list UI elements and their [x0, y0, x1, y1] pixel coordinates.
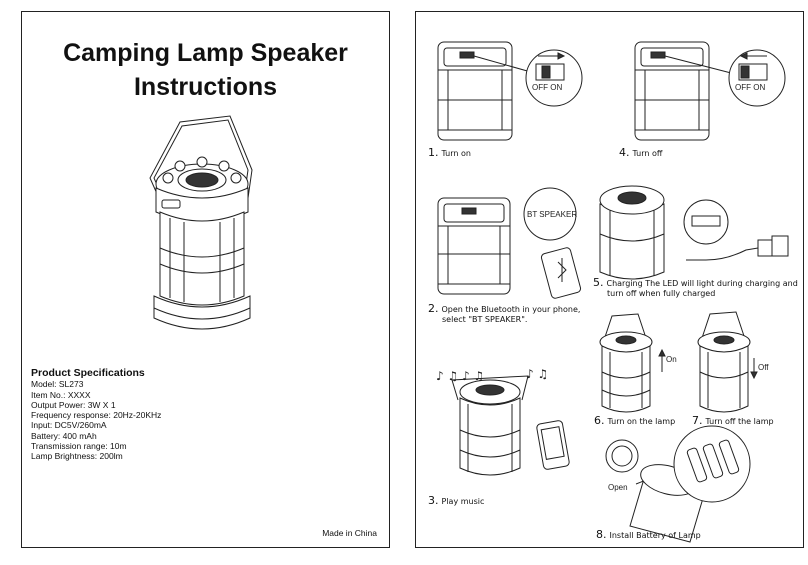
spec-frequency: Frequency response: 20Hz-20KHz [31, 410, 162, 421]
step6-caption: 6.Turn on the lamp [594, 414, 676, 427]
step3-play-music-illustration: ♪ ♫ ♪ ♫ ♪ ♫ [436, 367, 570, 476]
spec-output-power: Output Power: 3W X 1 [31, 399, 116, 410]
step3-text: Play music [441, 497, 485, 506]
step2-caption: 2.Open the Bluetooth in your phone, sele… [428, 302, 581, 324]
step5-text: Charging The LED will light during charg… [606, 279, 798, 288]
open-label: Open [608, 483, 628, 492]
step1-caption: 1.Turn on [428, 146, 471, 159]
product-specifications: Product Specifications Model: SL273 Item… [31, 368, 161, 462]
step4-lantern-illustration: OFF ON [634, 41, 786, 141]
spec-input: Input: DC5V/260mA [31, 420, 107, 431]
on-arrow-label: On [666, 355, 677, 364]
step2-text: Open the Bluetooth in your phone, [441, 305, 581, 314]
step1-number: 1. [428, 146, 439, 159]
step1-lantern-illustration: OFF ON [437, 41, 583, 141]
step7-text: Turn off the lamp [705, 417, 774, 426]
switch-off-label: OFF ON [735, 83, 765, 92]
spec-range: Transmission range: 10m [31, 441, 127, 452]
music-note-icon: ♪ ♫ ♪ ♫ [436, 369, 484, 383]
off-arrow-label: Off [758, 363, 769, 372]
step6-number: 6. [594, 414, 605, 427]
step7-number: 7. [692, 414, 703, 427]
step7-caption: 7.Turn off the lamp [692, 414, 774, 427]
step5-number: 5. [593, 276, 604, 289]
step8-number: 8. [596, 528, 607, 541]
spec-item-no: Item No.: XXXX [31, 389, 91, 400]
step2-number: 2. [428, 302, 439, 315]
instructions-page: OFF ON 1.Turn on OFF ON 4.Turn off BT SP… [415, 11, 804, 548]
spec-brightness: Lamp Brightness: 200lm [31, 451, 123, 462]
step6-text: Turn on the lamp [607, 417, 676, 426]
specs-heading: Product Specifications [31, 367, 145, 379]
step2-bluetooth-illustration: BT SPEAKER [437, 187, 582, 299]
step8-text: Install Battery of Lamp [609, 531, 701, 540]
made-in-label: Made in China [322, 528, 377, 538]
step6-lamp-on-illustration: On [599, 313, 677, 413]
step4-text: Turn off [632, 149, 663, 158]
step2-text-line2: select "BT SPEAKER". [442, 314, 528, 324]
step3-caption: 3.Play music [428, 494, 485, 507]
spec-battery: Battery: 400 mAh [31, 430, 97, 441]
step8-caption: 8.Install Battery of Lamp [596, 528, 701, 541]
title-line-1: Camping Lamp Speaker [63, 39, 348, 67]
spec-model: Model: SL273 [31, 379, 84, 390]
lantern-illustration [149, 115, 253, 330]
step5-caption: 5.Charging The LED will light during cha… [593, 276, 798, 298]
step5-text-line2: turn off when fully charged [607, 288, 716, 298]
bt-speaker-label: BT SPEAKER [527, 210, 577, 219]
title-line-2: Instructions [133, 73, 278, 101]
step3-number: 3. [428, 494, 439, 507]
step1-text: Turn on [441, 149, 471, 158]
switch-on-label: OFF ON [532, 83, 562, 92]
step4-caption: 4.Turn off [619, 146, 663, 159]
music-note-icon: ♪ ♫ [526, 367, 548, 381]
step5-charging-illustration [599, 185, 789, 280]
step8-battery-install-illustration: Open [605, 425, 751, 543]
step7-lamp-off-illustration: Off [697, 311, 769, 413]
step4-number: 4. [619, 146, 630, 159]
cover-page: Camping Lamp Speaker Instructions Produc… [21, 11, 390, 548]
